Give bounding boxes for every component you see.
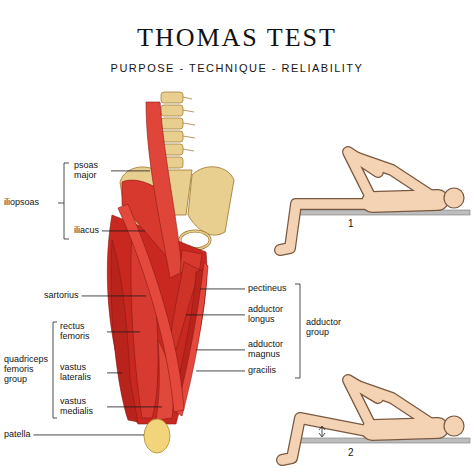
leader-line — [107, 372, 122, 373]
figure-number: 1 — [348, 218, 354, 229]
muscle-label: vastus lateralis — [60, 363, 104, 383]
leader-line — [34, 434, 144, 435]
leader-line — [196, 349, 245, 350]
leader-line — [186, 314, 245, 315]
group-label: quadriceps femoris group — [4, 355, 50, 385]
leader-line — [102, 230, 145, 231]
leader-line — [82, 295, 146, 296]
title: THOMAS TEST — [0, 24, 474, 53]
angle-arrow — [319, 426, 325, 437]
body-outline — [372, 428, 438, 430]
muscle-label: vastus medialis — [60, 397, 104, 417]
quadriceps-bracket — [53, 322, 57, 418]
body — [372, 200, 438, 202]
group-label: adductor group — [306, 318, 354, 338]
muscle-label: sartorius — [44, 291, 79, 301]
iliopsoas-bracket — [58, 163, 69, 239]
limbs — [280, 152, 430, 250]
adductor-bracket — [295, 284, 300, 378]
thigh-base — [107, 215, 206, 424]
leader-line — [200, 288, 245, 289]
test-figure-1 — [280, 152, 470, 250]
body-outline — [372, 200, 438, 202]
head — [444, 416, 464, 436]
bone-label: patella — [4, 430, 31, 440]
leader-line — [111, 170, 150, 171]
muscle-label: gracilis — [248, 366, 276, 376]
limbs — [282, 380, 430, 460]
leader-line — [107, 406, 162, 407]
group-label: iliopsoas — [4, 198, 39, 208]
muscle-label: rectus femoris — [60, 322, 104, 342]
figure-number: 2 — [348, 447, 354, 458]
leader-line — [196, 370, 245, 371]
patella-bone — [144, 419, 170, 453]
muscle-label: adductor magnus — [248, 340, 296, 360]
muscle-label: psoas major — [74, 161, 108, 181]
thigh-muscles — [107, 102, 208, 424]
subtitle: PURPOSE - TECHNIQUE - RELIABILITY — [0, 62, 474, 74]
muscle-label: iliacus — [74, 226, 99, 236]
head — [444, 188, 464, 208]
brackets — [53, 163, 300, 418]
leader-line — [107, 331, 140, 332]
muscle-label: adductor longus — [248, 305, 296, 325]
body — [372, 428, 438, 430]
psoas-muscle — [146, 102, 182, 278]
test-figure-2 — [282, 380, 470, 460]
sartorius-muscle — [118, 204, 184, 412]
muscle-label: pectineus — [248, 284, 287, 294]
